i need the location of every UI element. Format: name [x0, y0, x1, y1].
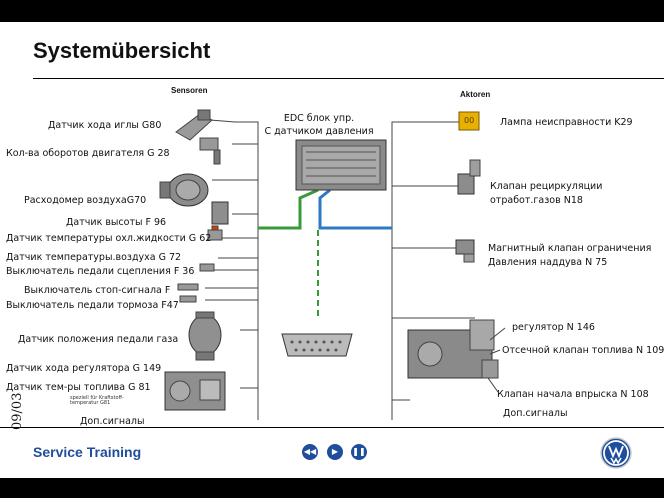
actuators-header: Aktoren — [460, 90, 491, 99]
sensor-label-altitude: Датчик высоты F 96 — [66, 217, 167, 228]
sensor-label-brake-pedal-switch: Выключатель педали тормоза F47 — [6, 300, 179, 311]
actuator-label-extra-signals: Доп.сигналы — [503, 408, 568, 419]
sensors-header: Sensoren — [171, 86, 208, 95]
actuator-label-egr-valve-line-1: Клапан рециркуляции — [490, 181, 603, 192]
vw-logo-icon — [600, 437, 632, 469]
edc-control-unit-image — [295, 139, 387, 191]
accelerator-pedal-sensor-image — [188, 311, 222, 361]
slide-canvas — [0, 22, 664, 478]
diagnostic-connector-image — [281, 333, 353, 357]
edc-label-line-2: С датчиком давления — [264, 126, 374, 137]
actuator-label-warning-lamp: Лампа неисправности K29 — [500, 117, 633, 128]
footer-title: Service Training — [33, 444, 142, 460]
air-mass-meter-image — [159, 173, 209, 207]
edc-label: EDC блок упр. С датчиком давления — [254, 112, 384, 138]
actuator-label-injection-start-valve: Клапан начала впрыска N 108 — [497, 389, 649, 400]
needle-lift-sensor-image — [175, 109, 213, 141]
intake-air-temp-sensor-image — [199, 263, 215, 272]
warning-lamp-indicator: 00 — [464, 116, 475, 125]
fuel-temp-caption-line-1: speziell für Kraftstoff- — [70, 395, 124, 401]
fuel-temp-caption: speziell für Kraftstoff- temperatur G81 — [70, 396, 124, 406]
egr-valve-image — [457, 159, 481, 195]
actuator-label-boost-valve-line-2: Давления наддува N 75 — [488, 257, 608, 268]
sensor-label-brake-light-switch: Выключатель стоп-сигнала F — [24, 285, 171, 296]
nav-forward-button[interactable]: ▶ — [327, 444, 343, 460]
sensor-label-accelerator-pedal: Датчик положения педали газа — [18, 334, 179, 345]
rpm-sensor-image — [199, 137, 221, 165]
sensor-label-fuel-temp: Датчик тем-ры топлива G 81 — [6, 382, 151, 393]
altitude-sensor-image — [211, 201, 229, 225]
coolant-temp-sensor-image — [207, 225, 223, 241]
sensor-label-intake-air-temp: Датчик температуры.воздуха G 72 — [6, 252, 182, 263]
bus-lines — [258, 188, 392, 320]
sensor-label-regulator-travel: Датчик хода регулятора G 149 — [6, 363, 162, 374]
boost-pressure-valve-image — [455, 239, 475, 263]
slide-title: Systemübersicht — [33, 38, 211, 63]
injection-pump-right-image — [407, 319, 499, 379]
actuator-label-boost-valve-line-1: Магнитный клапан ограничения — [488, 243, 652, 254]
actuator-label-fuel-shutoff-valve: Отсечной клапан топлива N 109 — [502, 345, 664, 356]
injection-pump-left-image — [164, 371, 226, 411]
fuel-temp-caption-line-2: temperatur G81 — [70, 400, 111, 406]
actuator-connector-lines — [391, 121, 475, 420]
sensor-label-clutch-switch: Выключатель педали сцепления F 36 — [6, 266, 195, 277]
sensor-label-engine-speed: Кол-ва оборотов двигателя G 28 — [6, 148, 170, 159]
actuator-label-regulator: регулятор N 146 — [512, 322, 595, 333]
title-rule — [33, 78, 664, 79]
edc-label-line-1: EDC блок упр. — [283, 113, 355, 124]
actuator-label-egr-valve-line-2: отработ.газов N18 — [490, 195, 583, 206]
nav-back-button[interactable]: ◀◀ — [302, 444, 318, 460]
sensor-label-extra-signals: Доп.сигналы — [80, 416, 145, 427]
date-stamp: 09/03 — [10, 392, 25, 430]
sensor-label-air-mass-meter: Расходомер воздухаG70 — [24, 195, 147, 206]
brake-pedal-switches-image — [177, 283, 199, 303]
warning-lamp-image — [458, 111, 480, 131]
sensor-label-needle-lift: Датчик хода иглы G80 — [48, 120, 162, 131]
footer-rule — [0, 427, 664, 428]
nav-pause-button[interactable]: ❚❚ — [351, 444, 367, 460]
sensor-label-coolant-temp: Датчик температуры охл.жидкости G 62 — [6, 233, 212, 244]
pump-leader-lines — [487, 327, 506, 393]
